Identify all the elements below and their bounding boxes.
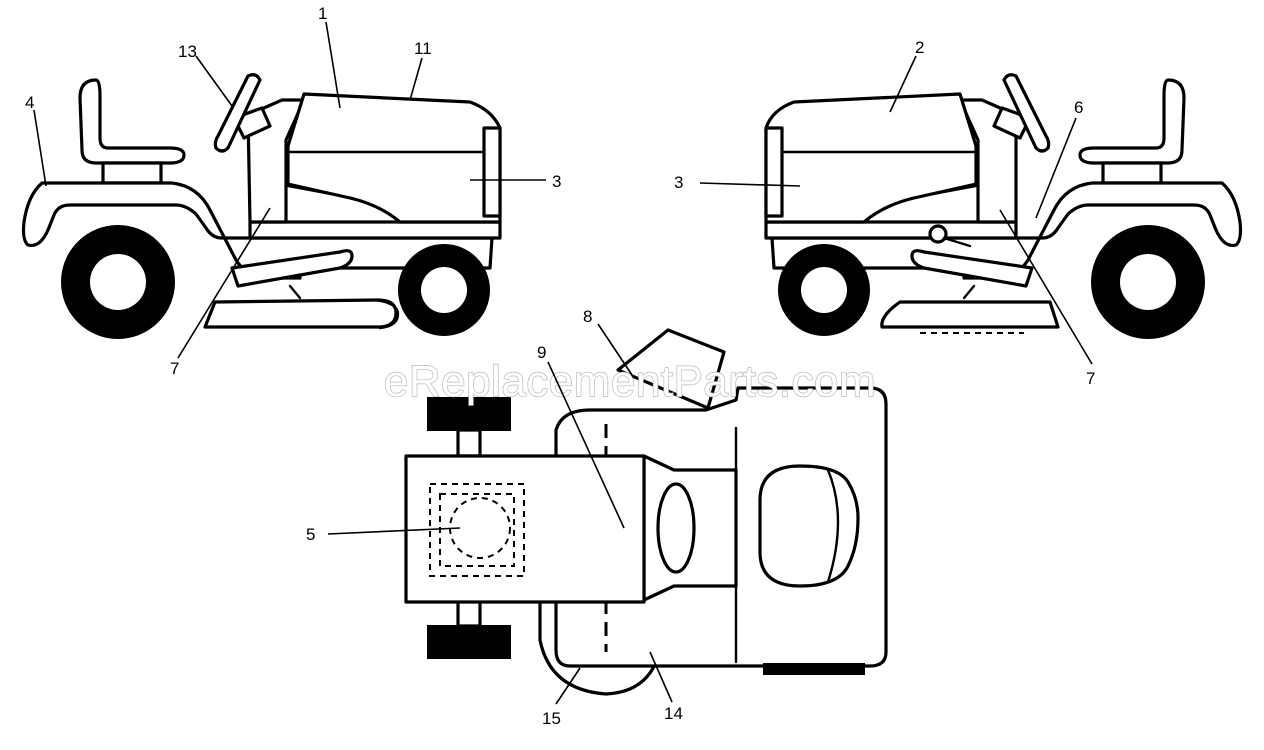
callout-13: 13 [178,42,197,61]
mower-right-side-view [764,73,1243,339]
callout-7-left: 7 [170,359,179,378]
callout-8: 8 [583,307,592,326]
watermark-text: eReplacementParts.com [384,357,876,406]
callout-11: 11 [414,39,432,58]
callout-1: 1 [318,4,327,23]
callout-6: 6 [1074,98,1083,117]
callout-4: 4 [25,93,34,112]
callout-2: 2 [915,38,924,57]
mower-top-view [404,328,888,696]
callout-5: 5 [306,525,315,544]
callout-3-right: 3 [674,173,683,192]
callout-7-right: 7 [1086,369,1095,388]
callout-9: 9 [537,343,546,362]
callout-labels: 1 11 13 4 3 7 2 3 6 7 8 9 5 15 14 [25,4,1095,728]
callout-14: 14 [664,704,683,723]
callout-leaders [33,21,1093,705]
callout-3-left: 3 [552,172,561,191]
mower-left-side-view [21,73,502,339]
callout-15: 15 [542,709,561,728]
